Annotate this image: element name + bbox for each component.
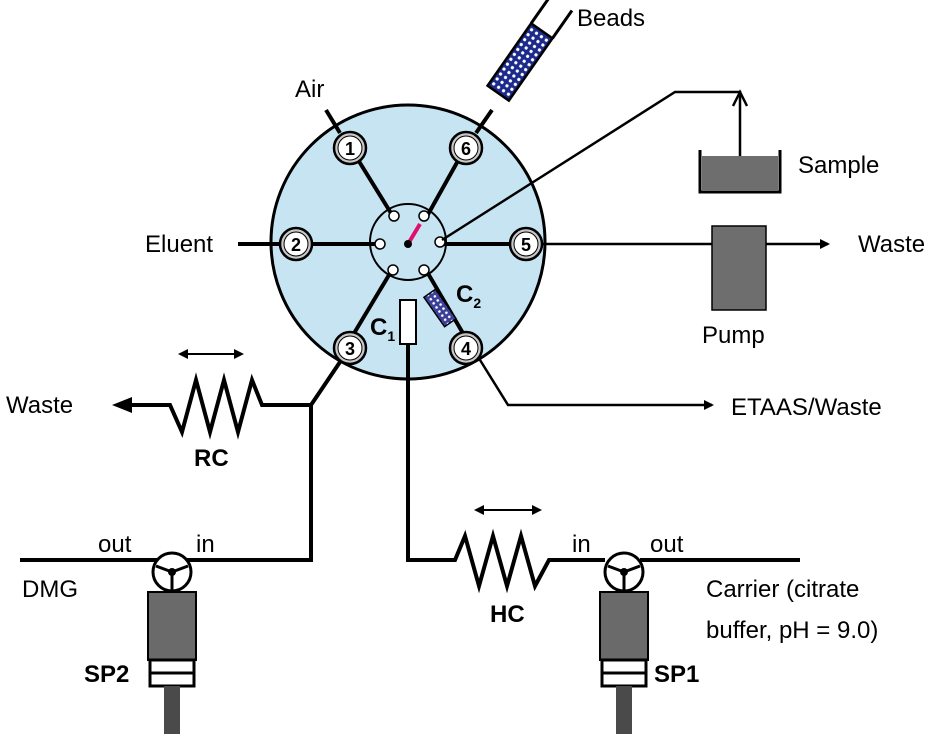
c1-label: C1 (370, 314, 395, 344)
sample-label: Sample (798, 152, 879, 179)
air-label: Air (295, 76, 324, 103)
port-5: 5 (508, 226, 544, 262)
port-2: 2 (278, 226, 314, 262)
out-left-label: out (98, 531, 132, 558)
sp1-syringe-pump (599, 551, 649, 734)
carrier-label-line2: buffer, pH = 9.0) (706, 617, 878, 644)
sp2-label: SP2 (84, 661, 129, 688)
rc-coil (118, 372, 311, 440)
port-4: 4 (448, 330, 484, 366)
hc-double-arrow (474, 505, 542, 515)
carrier-label-line1: Carrier (citrate (706, 576, 859, 603)
svg-text:1: 1 (345, 139, 355, 159)
port-6: 6 (448, 130, 484, 166)
column-c1 (399, 299, 417, 345)
beads-syringe (474, 0, 574, 135)
air-line (324, 108, 342, 135)
sp1-label: SP1 (654, 661, 699, 688)
sample-line (441, 89, 749, 242)
rc-label: RC (194, 445, 229, 472)
waste-left-label: Waste (6, 392, 73, 419)
svg-text:2: 2 (291, 235, 301, 255)
dmg-label: DMG (22, 576, 78, 603)
svg-text:3: 3 (345, 339, 355, 359)
eluent-label: Eluent (145, 231, 213, 258)
waste-right-label: Waste (858, 231, 925, 258)
in-left-label: in (196, 531, 215, 558)
pump-label: Pump (702, 322, 765, 349)
svg-text:5: 5 (521, 235, 531, 255)
hc-line (406, 344, 605, 594)
in-right-label: in (572, 531, 591, 558)
hc-label: HC (490, 601, 525, 628)
port-1: 1 (332, 130, 368, 166)
beads-label: Beads (577, 5, 645, 32)
svg-text:6: 6 (461, 139, 471, 159)
port3-line (186, 360, 342, 562)
port-3: 3 (332, 330, 368, 366)
etaas-line (478, 359, 714, 410)
pump (711, 225, 767, 311)
c2-label: C2 (456, 281, 481, 311)
svg-text:4: 4 (461, 339, 471, 359)
sample-beaker (698, 150, 782, 194)
etaas-waste-label: ETAAS/Waste (731, 394, 882, 421)
column-c2 (422, 288, 458, 328)
out-right-label: out (650, 531, 684, 558)
sp2-syringe-pump (147, 551, 197, 734)
rc-double-arrow (178, 349, 244, 359)
